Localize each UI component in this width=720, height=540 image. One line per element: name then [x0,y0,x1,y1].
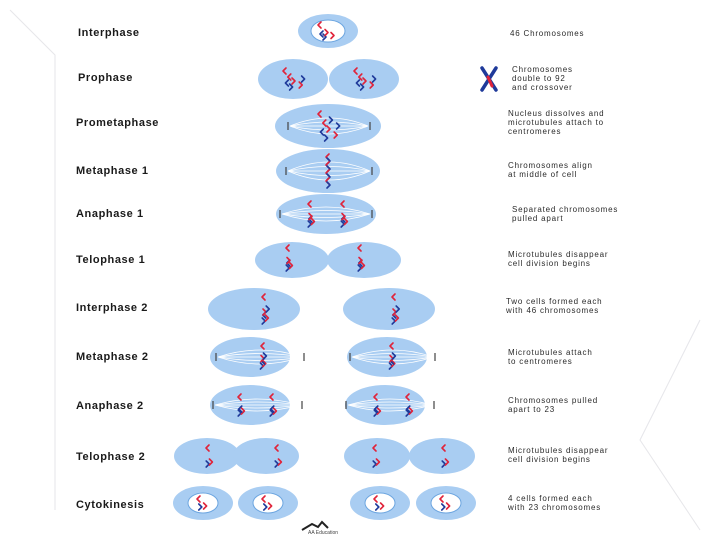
stage-label-prometaphase: Prometaphase [76,117,159,129]
cell-telophase-2-d [409,438,475,474]
note-cytokinesis: 4 cells formed each with 23 chromosomes [507,494,601,512]
stage-label-metaphase-1: Metaphase 1 [76,165,149,177]
stage-label-interphase-2: Interphase 2 [76,302,148,314]
note-interphase: 46 Chromosomes [510,29,584,38]
note-anaphase-1: Separated chromosomes pulled apart [512,205,621,223]
note-telophase-2: Microtubules disappear cell division beg… [508,446,611,464]
stage-label-cytokinesis: Cytokinesis [76,499,144,511]
note-prometaphase: Nucleus dissolves and microtubules attac… [508,109,607,136]
frame-left-line [10,10,55,510]
cell-telophase-2-b [233,438,299,474]
note-metaphase-2: Microtubules attach to centromeres [508,348,596,366]
frame-right-line [640,320,700,530]
note-metaphase-1: Chromosomes align at middle of cell [508,161,596,179]
cell-telophase-2-a [174,438,240,474]
cell-interphase-2-right [343,288,435,330]
note-anaphase-2: Chromosomes pulled apart to 23 [508,396,601,414]
note-interphase-2: Two cells formed each with 46 chromosome… [505,297,605,315]
publisher-logo: AA Education [302,522,338,536]
stage-label-telophase-2: Telophase 2 [76,451,145,463]
crossover-chromosome-icon [482,68,496,90]
cell-telophase-1-left [255,242,329,278]
stage-label-metaphase-2: Metaphase 2 [76,351,149,363]
stage-label-anaphase-2: Anaphase 2 [76,400,144,412]
stage-label-telophase-1: Telophase 1 [76,254,145,266]
stage-label-anaphase-1: Anaphase 1 [76,208,144,220]
note-telophase-1: Microtubules disappear cell division beg… [508,250,611,268]
stage-label-interphase: Interphase [78,27,140,39]
nucleus [311,20,345,42]
cell-interphase-2-left [208,288,300,330]
publisher-credit: AA Education [308,530,338,536]
cell-telophase-2-c [344,438,410,474]
stage-label-prophase: Prophase [78,72,133,84]
cell-telophase-1-right [327,242,401,278]
cell-drawings [173,14,476,520]
note-prophase: Chromosomes double to 92 and crossover [512,65,576,92]
